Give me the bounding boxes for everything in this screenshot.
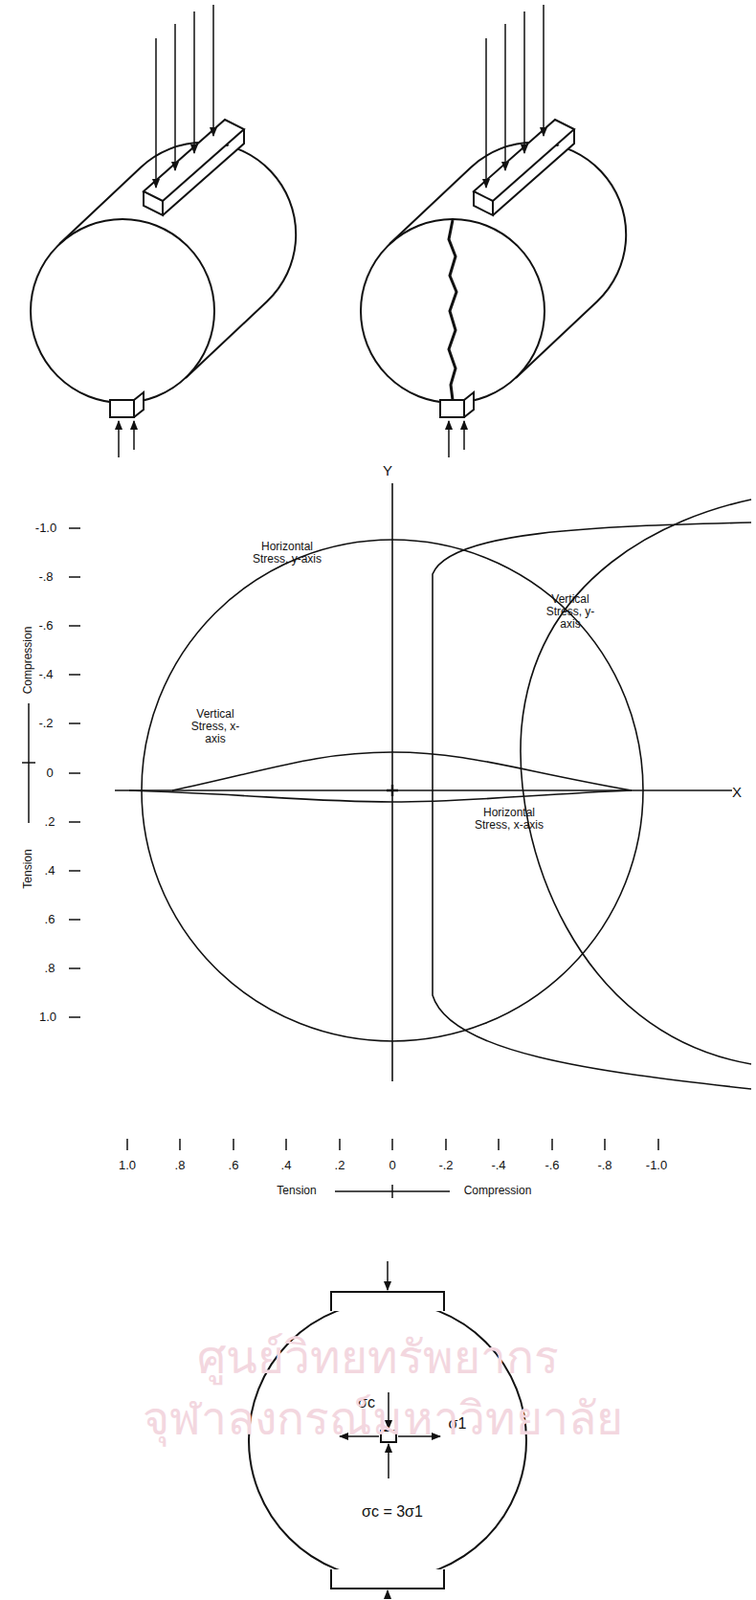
scale-number: -.8 [597,1158,612,1173]
axis-title: Tension [22,848,35,889]
scale-number: 0 [388,1158,396,1173]
scale-number: .4 [44,864,56,878]
scale-number: -.4 [490,1158,506,1173]
scale-number: -.2 [38,716,53,731]
scale-number: .6 [44,912,56,927]
scale-ticks [22,528,81,1018]
watermark: ศูนย์วิทยทรัพยากร [197,1332,559,1383]
axis-title: Compression [464,1184,533,1198]
curve-label: Horizontal Stress, x-axis [474,806,544,832]
scale-number: -.6 [544,1158,559,1173]
scale-number: -1.0 [35,521,57,535]
watermark: จุฬาลงกรณ์มหาวิทยาลัย [142,1393,623,1445]
scale-number: -.6 [38,619,53,633]
curve-label: Vertical Stress, x-axis [181,708,249,747]
scale-number: -.2 [438,1158,453,1173]
scale-number: .2 [334,1158,346,1173]
scale-number: .8 [44,961,56,976]
split-cylinder [360,4,626,458]
scale-number: .6 [228,1158,240,1173]
scale-number: .2 [44,815,56,829]
scale-number: 1.0 [118,1158,136,1173]
axis-title: Tension [276,1184,316,1198]
axis-title: Compression [22,626,35,695]
scale-number: -1.0 [645,1158,668,1173]
scale-number: .8 [175,1158,186,1173]
scale-number: 0 [45,766,53,780]
curve-label: Horizontal Stress, y-axis [249,540,325,566]
scale-number: .4 [281,1158,292,1173]
scale-number: 1.0 [39,1010,57,1024]
curve-label: Vertical Stress, y-axis [536,593,604,632]
axis-name: X [732,784,742,801]
scale-number: -.8 [38,570,53,584]
stress-plot [114,483,752,1090]
scale-number: -.4 [38,667,53,682]
axis-name: Y [382,463,393,480]
cylinder [30,119,296,418]
stress-relation: σc = 3σ1 [361,1503,423,1521]
